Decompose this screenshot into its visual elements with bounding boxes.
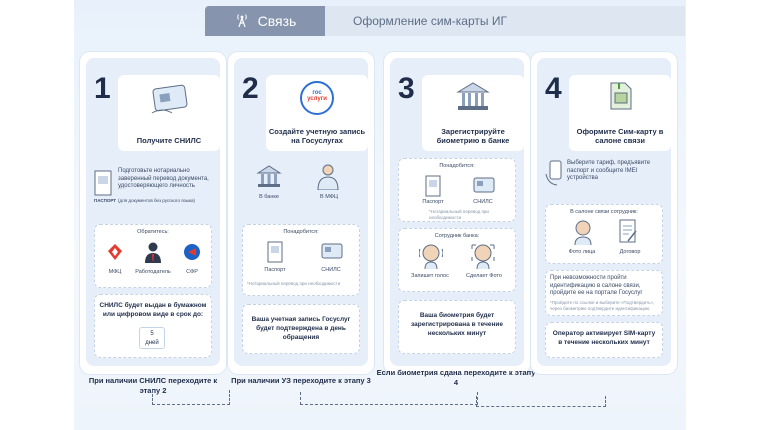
tariff-block: Выберите тариф, предъявите паспорт и соо… — [541, 158, 667, 194]
result-block: Ваша учетная запись Госуслуг будет подтв… — [242, 304, 360, 354]
logo-text-bottom: услуги — [307, 96, 327, 102]
voice-record-icon — [419, 244, 443, 269]
face-photo-icon — [574, 220, 592, 245]
passport-icon — [425, 175, 441, 197]
tab-sim-registration[interactable]: Оформление сим-карты ИГ — [325, 6, 685, 36]
translate-doc-block: ПАСПОРТ Подготовьте нотариально заверенн… — [90, 160, 216, 216]
tab-communication[interactable]: Связь — [205, 6, 325, 36]
snils-card-icon — [473, 177, 495, 193]
need-note: *Нотариальный перевод при необходимости — [247, 281, 341, 286]
phone-hand-icon — [545, 160, 562, 186]
salon-contract: Договор — [619, 249, 641, 255]
translate-doc-text: Подготовьте нотариально заверенный перев… — [118, 168, 209, 189]
mfc-worker-icon — [317, 164, 339, 190]
step-2-panel: 2 гос услуги Создайте учетную запись на … — [234, 58, 368, 366]
gosuslugi-result-text: Ваша учетная запись Госуслуг будет подтв… — [251, 316, 351, 341]
step-3-panel: 3 Зарегистрируйте биометрию в банке Пона… — [390, 58, 524, 366]
step-4-header: Оформите Сим-карту в салоне связи — [569, 75, 671, 151]
result-block: СНИЛС будет выдан в бумажном или цифрово… — [94, 294, 212, 358]
snils-card-icon — [321, 243, 343, 259]
step-2-title: Создайте учетную запись на Госуслугах — [268, 127, 366, 145]
fallback-note: *Пройдите по ссылке и выберите «Подтверд… — [550, 300, 655, 311]
step-1-panel: 1 Получите СНИЛС ПАСПОРТ Подготовьте нот… — [86, 58, 220, 366]
step-number: 1 — [94, 72, 111, 105]
connector-1-2 — [152, 390, 230, 405]
step-1-next: При наличии СНИЛС переходите к этапу 2 — [88, 376, 218, 395]
step-number: 3 — [398, 72, 415, 105]
step-2-card: 2 гос услуги Создайте учетную запись на … — [228, 52, 374, 374]
sfr-logo-icon — [184, 244, 200, 260]
logo-text-top: гос — [312, 90, 322, 96]
step-number: 2 — [242, 72, 259, 105]
place-mfc: В МФЦ — [320, 194, 338, 200]
place-bank: В банке — [259, 194, 279, 200]
salon-title: В салоне связи сотрудник: — [570, 209, 638, 215]
step-1-card: 1 Получите СНИЛС ПАСПОРТ Подготовьте нот… — [80, 52, 226, 374]
days-badge: 5 дней — [139, 327, 165, 349]
sim-result-text: Оператор активирует SIM-карту в течение … — [552, 330, 656, 346]
step-3-title: Зарегистрируйте биометрию в банке — [436, 127, 510, 145]
step-4-card: 4 Оформите Сим-карту в салоне связи Выбе… — [531, 52, 677, 374]
need-passport: Паспорт — [422, 199, 444, 205]
step-number: 4 — [545, 72, 562, 105]
connector-2-3 — [300, 392, 478, 405]
step-3-card: 3 Зарегистрируйте биометрию в банке Пона… — [384, 52, 530, 374]
employer-icon — [145, 242, 161, 263]
passport-icon — [267, 241, 283, 263]
step-3-next: Если биометрия сдана переходите к этапу … — [376, 368, 536, 387]
face-photo-icon — [471, 244, 495, 269]
staff-block: Сотрудник банка: Запишет голос Сделает Ф… — [398, 228, 516, 292]
tariff-text: Выберите тариф, предъявите паспорт и соо… — [567, 160, 651, 181]
snils-card-icon — [151, 84, 188, 114]
connector-3-4 — [476, 396, 606, 407]
need-snils: СНИЛС — [473, 199, 493, 205]
contact-title: Обратитесь: — [137, 229, 169, 235]
staff-photo: Сделает Фото — [466, 273, 502, 279]
days-word: дней — [145, 340, 159, 346]
result-block: Ваша биометрия будет зарегистрирована в … — [398, 300, 516, 354]
needs-block: Понадобится: Паспорт СНИЛС *Нотариальный… — [398, 158, 516, 222]
biometry-result-text: Ваша биометрия будет зарегистрирована в … — [411, 312, 503, 337]
antenna-icon — [234, 13, 250, 30]
contact-block: Обратитесь: МФЦ Работодатель СФР — [94, 224, 212, 288]
salon-photo: Фото лица — [568, 249, 596, 255]
sim-card-icon — [610, 82, 632, 110]
step-4-panel: 4 Оформите Сим-карту в салоне связи Выбе… — [537, 58, 671, 366]
fallback-text: При невозможности пройти идентификацию в… — [550, 275, 643, 296]
result-block: Оператор активирует SIM-карту в течение … — [545, 322, 663, 358]
tab-bar: Связь Оформление сим-карты ИГ — [205, 6, 685, 36]
translate-doc-note: (для документов без русского языка) — [118, 198, 196, 203]
tab-communication-label: Связь — [257, 13, 297, 29]
staff-title: Сотрудник банка: — [434, 233, 480, 239]
step-1-title: Получите СНИЛС — [136, 136, 202, 145]
bank-building-icon — [456, 82, 490, 110]
need-passport: Паспорт — [264, 267, 286, 273]
snils-result-text: СНИЛС будет выдан в бумажном или цифрово… — [99, 302, 207, 318]
passport-icon — [94, 170, 112, 196]
contract-icon — [619, 219, 637, 243]
step-4-title: Оформите Сим-карту в салоне связи — [576, 127, 664, 145]
step-3-header: Зарегистрируйте биометрию в банке — [422, 75, 524, 151]
places-block: В банке В МФЦ — [242, 160, 358, 212]
gosuslugi-logo-icon: гос услуги — [300, 81, 334, 115]
fallback-block: При невозможности пройти идентификацию в… — [545, 270, 663, 316]
step-2-next: При наличии УЗ переходите к этапу 3 — [231, 376, 371, 385]
need-snils: СНИЛС — [321, 267, 341, 273]
mfc-logo-icon — [108, 244, 122, 260]
salon-block: В салоне связи сотрудник: Фото лица Дого… — [545, 204, 663, 264]
days-number: 5 — [150, 331, 154, 337]
needs-title: Понадобится: — [283, 229, 319, 235]
step-2-header: гос услуги Создайте учетную запись на Го… — [266, 75, 368, 151]
contact-employer: Работодатель — [135, 269, 171, 275]
step-1-header: Получите СНИЛС — [118, 75, 220, 151]
staff-voice: Запишет голос — [411, 273, 449, 279]
needs-block: Понадобится: Паспорт СНИЛС *Нотариальный… — [242, 224, 360, 296]
passport-label: ПАСПОРТ — [94, 198, 117, 203]
needs-title: Понадобится: — [439, 163, 475, 169]
tab-sim-registration-label: Оформление сим-карты ИГ — [353, 14, 507, 28]
contact-mfc: МФЦ — [108, 269, 122, 275]
contact-sfr: СФР — [186, 269, 198, 275]
bank-icon — [256, 165, 282, 187]
need-note: *Нотариальный перевод при необходимости — [429, 209, 489, 220]
